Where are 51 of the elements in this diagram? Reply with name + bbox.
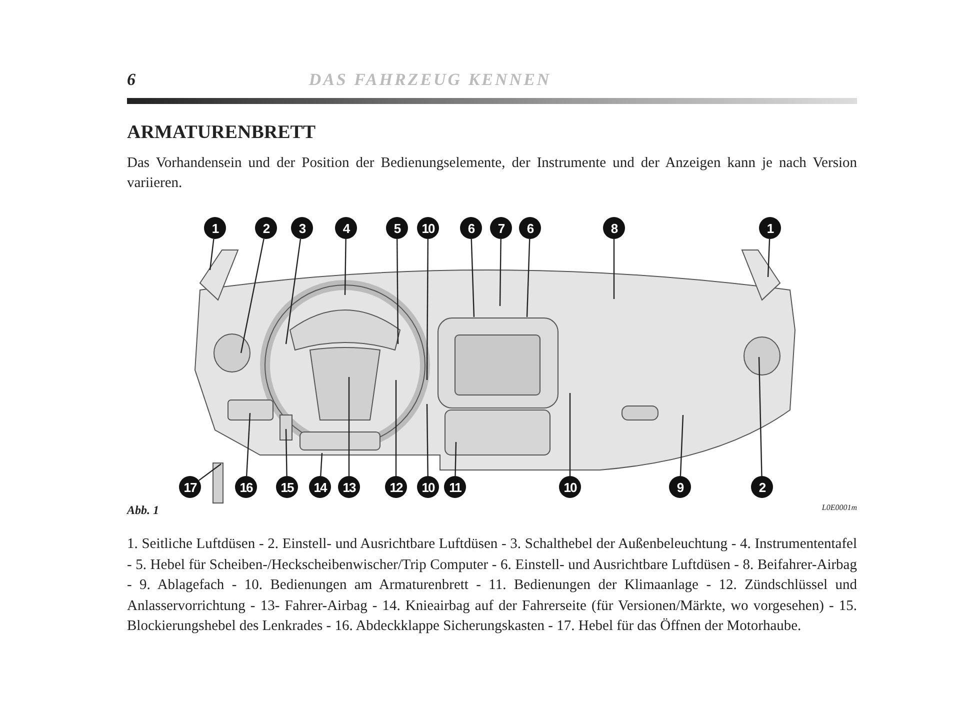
leader-line: [395, 380, 397, 476]
page-number: 6: [127, 70, 136, 90]
callout-number: 5: [386, 217, 408, 239]
leader-line: [426, 239, 429, 380]
leader-line: [198, 464, 222, 481]
leader-line: [426, 404, 428, 476]
leader-line: [240, 238, 264, 354]
leader-line: [285, 238, 302, 344]
callout-number: 6: [519, 217, 541, 239]
callout-number: 15: [276, 476, 298, 498]
leader-line: [680, 414, 684, 476]
running-header: DAS FAHRZEUG KENNEN: [308, 70, 552, 90]
leader-line: [209, 238, 214, 270]
figure-code: L0E0001m: [820, 503, 857, 512]
leader-line: [758, 356, 762, 476]
legend-paragraph: 1. Seitliche Luftdüsen - 2. Einstell- und Ausrichtbare Luftdüsen - 3. Schalthebel der Außenbeleuchtung - 4. Instrumententafel - 5. Hebel für Scheiben-/Heckscheibenwischer/Trip Computer - 6. Einstell- und Ausrichtbare Luftdüsen - 8. Beifahrer-Airbag - 9. Ablagefach - 10. Bedienungen am Armaturenbrett - 11. Bedienungen der Klimaanlage - 12. Zündschlüssel und Anlasservorrichtung - 13- Fahrer-Airbag - 14. Knieairbag auf der Fahrerseite (für Versionen/Märkte, wo vorgesehen) - 15. Blockierungshebel des Lenkrades - 16. Abdeckklappe Sicherungskasten - 17. Hebel für das Öffnen der Motorhaube.: [127, 535, 857, 636]
callout-number: 17: [179, 476, 201, 498]
leader-line: [526, 238, 530, 318]
callout-number: 9: [669, 476, 691, 498]
callout-number: 10: [417, 476, 439, 498]
leader-line: [246, 412, 251, 476]
figure-label: Abb. 1: [127, 503, 160, 518]
leader-line: [569, 393, 571, 476]
callout-number: 11: [444, 476, 466, 498]
callout-number: 14: [309, 476, 331, 498]
callout-number: 10: [559, 476, 581, 498]
callout-number: 1: [759, 217, 781, 239]
leader-line: [767, 238, 770, 278]
callout-number: 2: [751, 476, 773, 498]
leader-line: [396, 239, 399, 344]
callout-number: 16: [235, 476, 257, 498]
leader-line: [344, 239, 346, 295]
callout-number: 6: [460, 217, 482, 239]
leader-line: [499, 239, 502, 306]
leader-line: [285, 428, 288, 476]
leader-line: [348, 377, 350, 476]
leader-line: [613, 239, 615, 299]
leader-line: [470, 238, 475, 318]
leader-line: [320, 452, 323, 476]
section-heading: ARMATURENBRETT: [127, 122, 316, 144]
callout-number: 10: [417, 217, 439, 239]
callout-number: 1: [204, 217, 226, 239]
leader-line: [454, 442, 457, 476]
callout-number: 13: [338, 476, 360, 498]
callout-number: 7: [490, 217, 512, 239]
callout-number: 2: [255, 217, 277, 239]
callout-number: 4: [335, 217, 357, 239]
intro-paragraph: Das Vorhandensein und der Position der Bedienungselemente, der Instrumente und der Anzeigen kann je nach Version variieren.: [127, 154, 857, 193]
callout-number: 3: [291, 217, 313, 239]
callout-number: 12: [385, 476, 407, 498]
callout-number: 8: [603, 217, 625, 239]
